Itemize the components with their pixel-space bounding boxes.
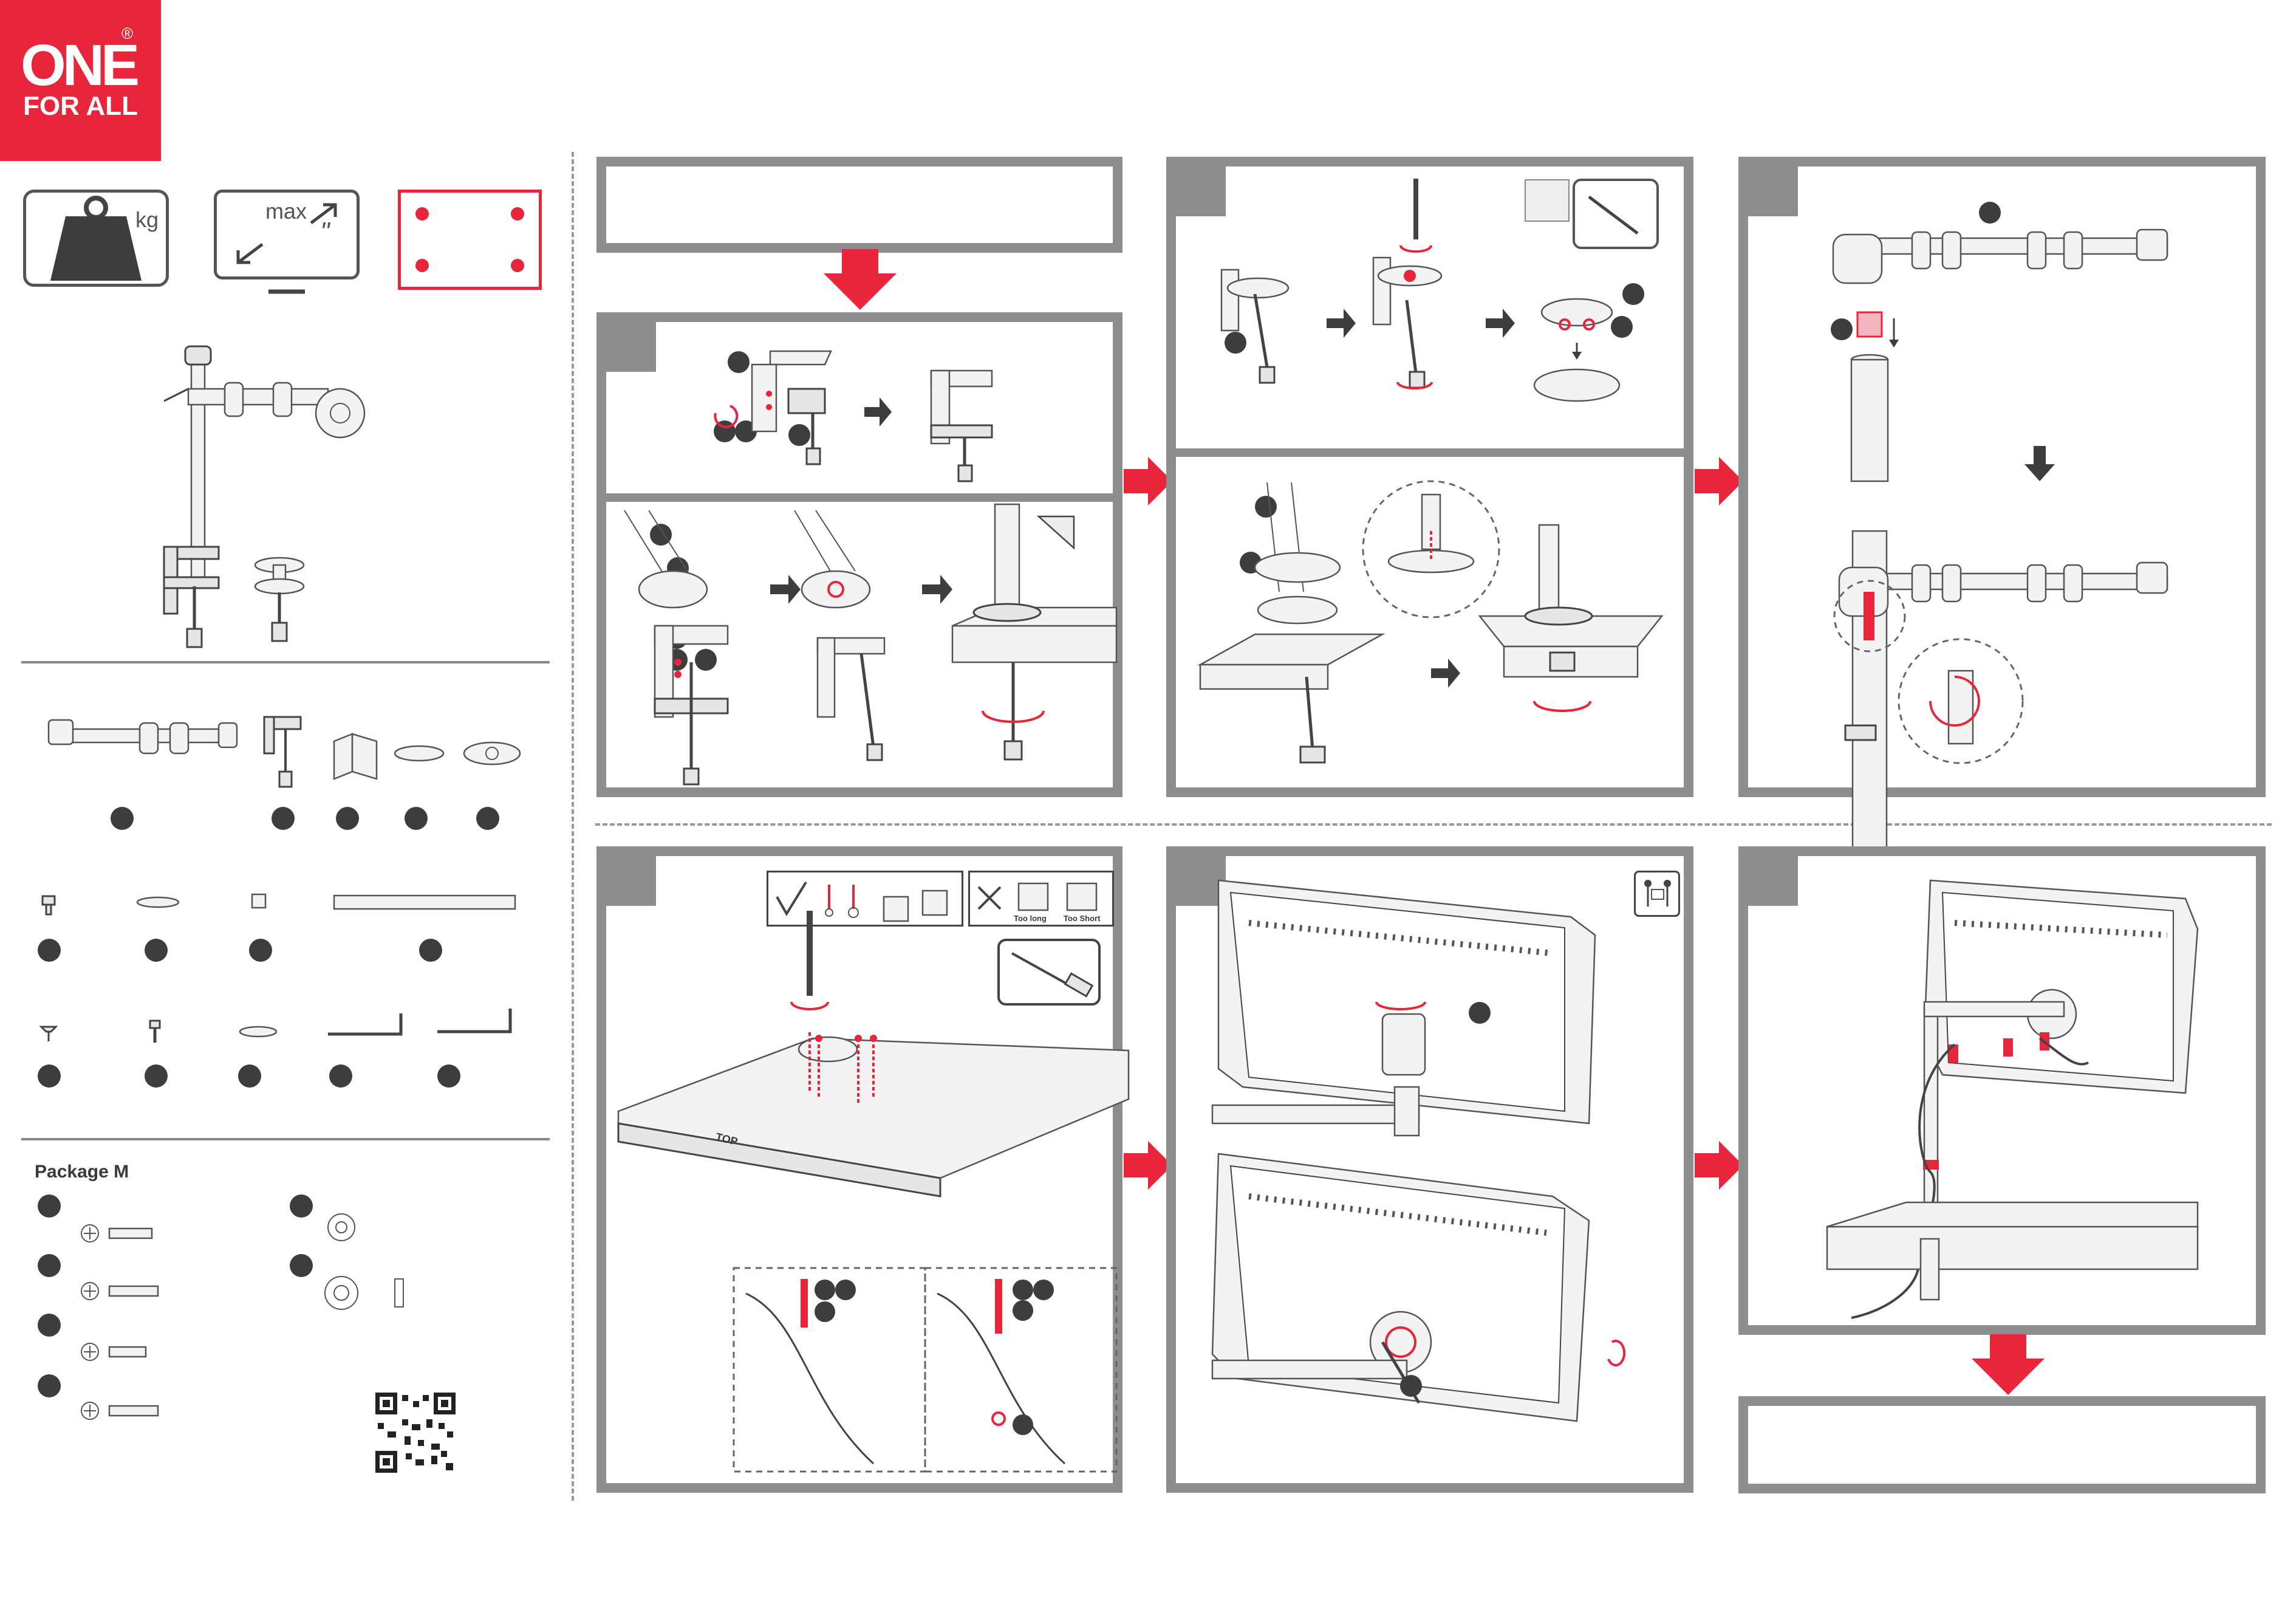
inch-symbol: " <box>320 217 330 247</box>
step-6-frame <box>1738 846 2266 1335</box>
divider-2 <box>21 1138 550 1140</box>
column-divider <box>572 152 574 1501</box>
intro-note-box <box>596 157 1122 253</box>
parts-row-2 <box>36 887 565 936</box>
right-arrow-3 <box>1124 1141 1172 1190</box>
package-marker-1 <box>38 1194 61 1218</box>
part-marker-a <box>111 807 134 830</box>
step-4-drawing <box>606 856 1116 1488</box>
final-note-box <box>1738 1396 2266 1493</box>
package-marker-3 <box>38 1314 61 1337</box>
part-marker-k <box>145 1064 168 1088</box>
part-marker-n <box>437 1064 460 1088</box>
part-marker-i <box>419 939 442 962</box>
step-6-drawing <box>1748 856 2258 1330</box>
parts-row-3 <box>36 1002 565 1051</box>
qr-code <box>375 1393 456 1473</box>
max-label: max <box>265 199 307 224</box>
step-2-drawing <box>1176 166 1686 786</box>
step-1-frame <box>596 312 1122 797</box>
brand-logo: ONE ® FOR ALL <box>0 0 161 161</box>
part-marker-e <box>476 807 499 830</box>
step-4-frame: Too long Too Short TOP <box>596 846 1122 1493</box>
step-3-frame <box>1738 157 2266 797</box>
part-marker-j <box>38 1064 61 1088</box>
right-arrow-4 <box>1695 1141 1743 1190</box>
part-marker-c <box>336 807 359 830</box>
screen-size-spec: max " <box>214 190 360 279</box>
package-title: Package M <box>35 1162 129 1182</box>
package-marker-5 <box>290 1194 313 1218</box>
down-arrow-2 <box>1972 1334 2045 1401</box>
step-2-frame <box>1166 157 1693 797</box>
vesa-pattern-icon <box>398 190 542 290</box>
part-marker-b <box>272 807 295 830</box>
row-divider <box>595 823 2272 826</box>
step-3-drawing <box>1748 166 2258 786</box>
right-arrow-2 <box>1695 457 1743 505</box>
package-washers <box>322 1209 443 1331</box>
part-marker-l <box>238 1064 261 1088</box>
part-marker-g <box>145 939 168 962</box>
package-marker-6 <box>290 1254 313 1277</box>
package-marker-4 <box>38 1374 61 1397</box>
weight-unit: kg <box>135 207 159 233</box>
weight-icon <box>23 190 169 287</box>
part-marker-h <box>249 939 272 962</box>
down-arrow-1 <box>824 249 897 316</box>
right-arrow-1 <box>1124 457 1172 505</box>
logo-registered: ® <box>121 24 133 43</box>
divider-1 <box>21 661 550 663</box>
parts-row-1 <box>36 693 565 814</box>
vesa-spec <box>398 190 542 290</box>
product-overview-drawing <box>152 346 395 650</box>
logo-line-1: ONE <box>21 36 136 95</box>
step-5-drawing <box>1176 856 1686 1488</box>
logo-line-2: FOR ALL <box>23 91 138 122</box>
part-marker-f <box>38 939 61 962</box>
weight-spec: kg <box>23 190 169 287</box>
step-1-drawing <box>606 322 1116 784</box>
package-screws <box>79 1215 200 1410</box>
package-marker-2 <box>38 1254 61 1277</box>
part-marker-m <box>329 1064 352 1088</box>
part-marker-d <box>405 807 428 830</box>
step-5-frame <box>1166 846 1693 1493</box>
